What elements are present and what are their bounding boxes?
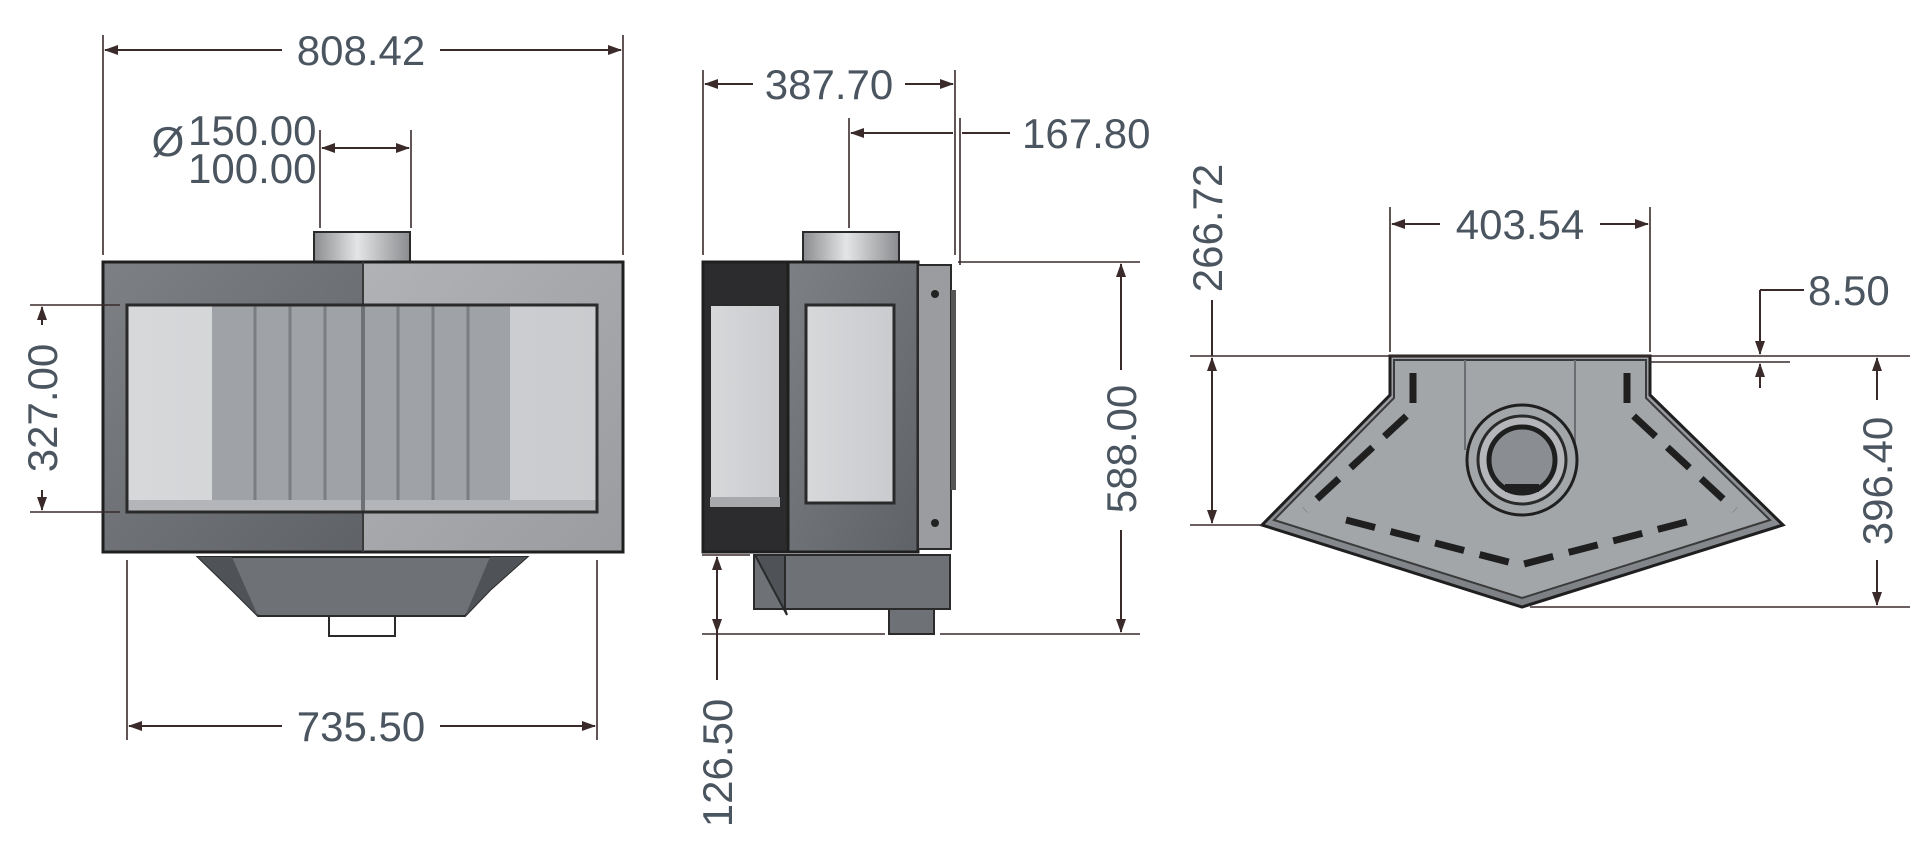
front-flue-collar	[313, 231, 411, 263]
top-back-width-label: 403.54	[1456, 201, 1584, 248]
side-back-plate	[917, 264, 952, 550]
front-glass-height-label: 327.00	[19, 344, 66, 472]
side-flue-offset-label: 167.80	[1022, 110, 1150, 157]
side-hopper	[753, 554, 788, 616]
side-base-height-label: 126.50	[694, 699, 741, 827]
side-view: 387.70 167.80 588.00 126.50	[694, 61, 1150, 827]
diameter-symbol: Ø	[152, 118, 185, 165]
front-inner-width-label: 735.50	[297, 703, 425, 750]
front-spigot	[328, 615, 396, 637]
side-total-height-label: 588.00	[1098, 385, 1145, 513]
front-overall-width-label: 808.42	[297, 27, 425, 74]
top-back-step-label: 8.50	[1808, 267, 1890, 314]
front-flue-diameter-inner-label: 100.00	[188, 145, 316, 192]
side-front-glass	[709, 304, 781, 508]
top-flue-inner-ring	[1486, 424, 1558, 496]
side-glass	[804, 303, 896, 505]
front-firebox-ribs	[253, 306, 470, 504]
front-flue-diameter-outer-label: 150.00	[188, 107, 316, 154]
side-depth-label: 387.70	[765, 61, 893, 108]
top-view: 266.72 403.54 8.50 396.40	[1184, 164, 1910, 609]
top-flue-offset-label: 266.72	[1184, 164, 1231, 292]
front-view: 808.42 Ø 150.00 100.00 327.00 735.50	[19, 27, 625, 750]
top-dashed-gasket	[1302, 373, 1738, 569]
side-spigot	[888, 608, 935, 635]
side-lower-box	[753, 554, 951, 610]
side-flue-collar	[802, 231, 900, 263]
top-overall-depth-label: 396.40	[1854, 417, 1901, 545]
